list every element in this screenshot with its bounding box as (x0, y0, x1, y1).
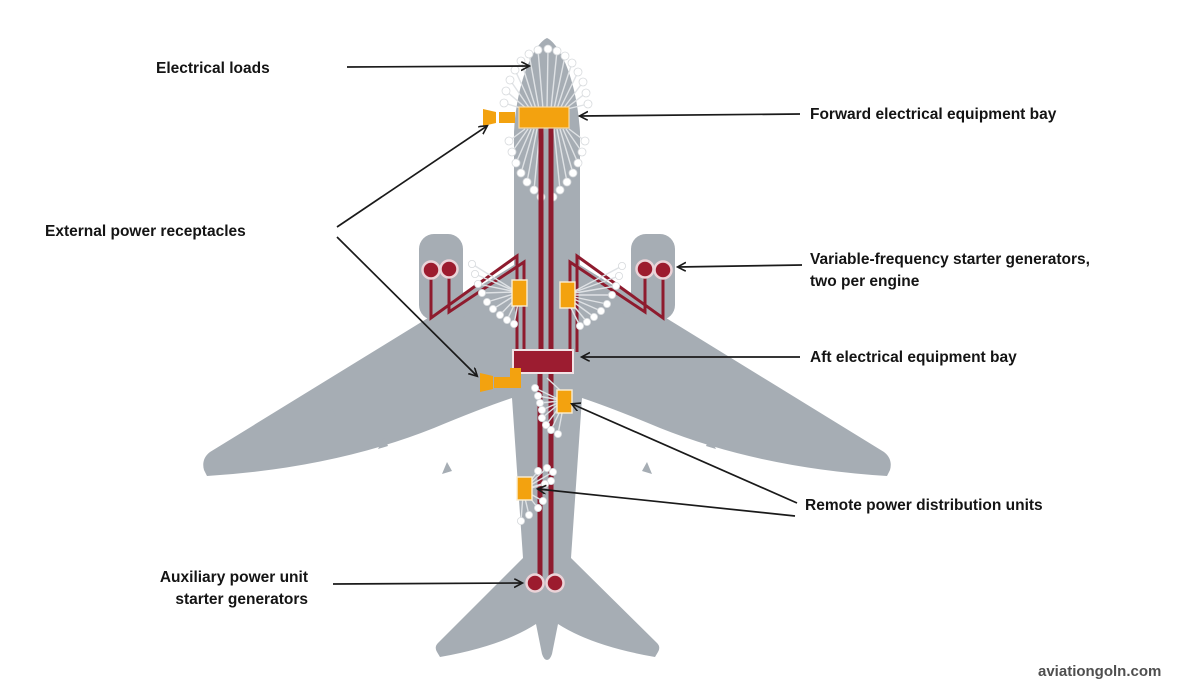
watermark-text: aviationgoln.com (1038, 663, 1162, 680)
leader-forward-bay (580, 114, 801, 116)
rpdu-load-dots (467, 259, 627, 526)
leader-apu (332, 583, 522, 584)
rpdu-fan-mid-right (566, 265, 623, 327)
remote-power-distribution-units (511, 279, 576, 501)
label-vfsg: Variable-frequency starter generators, t… (810, 249, 1140, 293)
leader-electrical-loads (346, 66, 529, 67)
external-power-receptacle-forward (483, 109, 515, 126)
nose-upper-load-fan (503, 48, 589, 110)
leader-vfsg (678, 265, 803, 267)
label-vfsg-line1: Variable-frequency starter generators, (810, 251, 1090, 268)
label-apu-line2: starter generators (175, 591, 308, 608)
label-electrical-loads: Electrical loads (156, 60, 270, 77)
label-rpdu: Remote power distribution units (805, 497, 1043, 514)
forward-ee-bay (518, 106, 570, 129)
leader-external-power-forward (336, 126, 487, 228)
aft-ee-bay (512, 349, 574, 374)
nose-upper-load-dots (499, 44, 593, 109)
vfsg-circles (421, 259, 673, 280)
leader-rpdu-upper (572, 404, 798, 504)
label-vfsg-line2: two per engine (810, 273, 920, 290)
apu-starter-generator-circles (525, 573, 565, 593)
label-forward-ee-bay: Forward electrical equipment bay (810, 106, 1057, 123)
label-apu-line1: Auxiliary power unit (159, 569, 308, 586)
label-external-power-receptacles: External power receptacles (45, 223, 246, 240)
leader-external-power-aft (336, 236, 477, 376)
label-apu-starter-generators: Auxiliary power unit starter generators (108, 567, 308, 611)
label-aft-ee-bay: Aft electrical equipment bay (810, 349, 1017, 366)
leader-rpdu-lower (538, 489, 796, 517)
external-power-receptacle-aft (480, 368, 521, 392)
